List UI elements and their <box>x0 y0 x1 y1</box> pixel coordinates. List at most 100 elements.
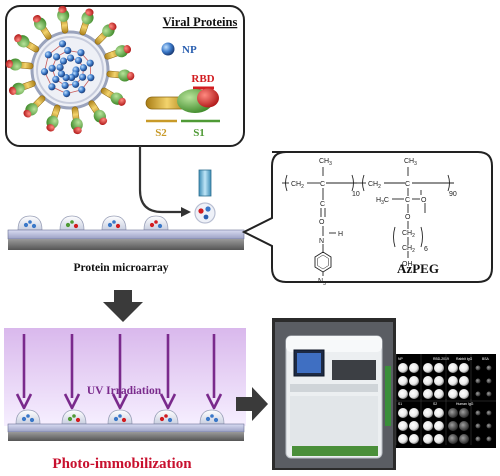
spot-protein <box>167 417 173 423</box>
protein-droplet <box>194 202 216 224</box>
scan-spot <box>409 434 419 444</box>
virus-particle <box>5 5 135 135</box>
spike-protein <box>5 58 34 71</box>
bracket-peg-open <box>393 226 396 248</box>
scan-spot <box>434 434 444 444</box>
atom-ch2-right: CH2 <box>368 181 381 190</box>
np-sphere <box>72 80 80 88</box>
atom-o-carbonyl: O <box>319 219 325 226</box>
scanner-screen-display <box>297 353 321 373</box>
microarray-spot <box>153 409 179 425</box>
np-sphere <box>52 75 60 84</box>
scan-spot <box>475 391 481 397</box>
np-sphere <box>40 68 49 76</box>
azpeg-structure <box>282 167 454 276</box>
atom-n-amide: N <box>319 238 324 245</box>
spot-protein <box>23 222 29 228</box>
np-sphere <box>58 40 67 48</box>
spot-protein <box>65 222 71 228</box>
spot-protein <box>31 223 37 229</box>
scan-spot <box>398 376 408 386</box>
scan-label-s2: S2 <box>433 402 437 406</box>
scan-spot <box>486 436 492 442</box>
rbd-label: RBD <box>191 73 214 85</box>
scan-spot <box>398 408 408 418</box>
np-sphere <box>79 73 87 81</box>
scan-spot <box>434 389 444 399</box>
uv-ray <box>63 334 81 410</box>
atom-ch3-right: CH3 <box>404 158 417 167</box>
scan-spot <box>448 389 458 399</box>
scan-spot <box>423 389 433 399</box>
np-sphere <box>64 46 72 55</box>
spike-rbd <box>73 126 82 135</box>
protein-microarray: Protein microarray <box>7 215 245 274</box>
np-sphere <box>78 86 86 94</box>
scan-spot <box>475 378 481 384</box>
scan-label-bsa: BSA <box>482 357 490 361</box>
scan-spot <box>423 408 433 418</box>
benzene-inner <box>317 254 329 270</box>
spot-protein <box>107 222 113 228</box>
microarray-spot <box>17 215 43 231</box>
np-sphere <box>56 63 64 71</box>
subscript-6: 6 <box>424 246 428 253</box>
scanner-top <box>286 336 382 352</box>
spot-protein <box>75 417 81 423</box>
scan-spot <box>423 376 433 386</box>
uv-ray-head <box>63 393 81 410</box>
np-sphere <box>57 70 66 78</box>
spike-protein <box>57 5 70 34</box>
spike-protein <box>94 22 117 45</box>
spike-rbd <box>14 34 22 43</box>
spot-protein <box>115 223 121 229</box>
scan-spot <box>486 410 492 416</box>
scan-spot <box>398 421 408 431</box>
atom-c-right: C <box>405 181 410 188</box>
subscript-10: 10 <box>352 191 360 198</box>
scan-spot <box>434 363 444 373</box>
scanner-side-cable <box>385 366 391 426</box>
s1-label: S1 <box>193 127 205 139</box>
uv-irradiation-panel: UV Irradiation Photo-immobilization <box>4 328 246 472</box>
process-down-arrow <box>103 290 143 322</box>
droplet-protein-blue <box>205 206 211 212</box>
atom-h-amide: H <box>338 231 343 238</box>
microarray-spots <box>17 215 169 231</box>
spike-rbd <box>46 124 55 132</box>
virus-envelope-inner <box>36 36 104 104</box>
spike-proteins <box>5 5 135 135</box>
scan-spot <box>475 423 481 429</box>
nucleoprotein-cluster <box>40 40 95 98</box>
photo-immobilization-caption: Photo-immobilization <box>52 456 192 472</box>
atom-oh: OH <box>402 261 413 268</box>
spike-protein <box>46 104 61 132</box>
uv-ray <box>111 334 129 410</box>
spike-rbd <box>123 45 132 54</box>
spot-protein <box>112 220 116 224</box>
scan-spot <box>448 376 458 386</box>
scan-result-panel: NP RBD-2019 Rabbit IgG BSA S1 S2 Human I… <box>395 354 496 448</box>
scan-spot <box>409 389 419 399</box>
atom-ch3-left: CH3 <box>319 158 332 167</box>
uv-ray-head <box>111 393 129 410</box>
spotting-pin-tip <box>198 169 212 197</box>
spike-rbd <box>118 97 126 106</box>
np-legend-sphere <box>161 42 175 56</box>
process-right-arrow <box>236 387 268 421</box>
np-sphere <box>53 53 61 61</box>
spike-protein <box>70 106 83 135</box>
spot-protein <box>157 223 163 229</box>
spike-rbd <box>5 59 13 69</box>
spot-protein <box>29 417 35 423</box>
microarray-spot <box>101 215 127 231</box>
uv-rays <box>15 334 223 410</box>
protein-microarray-label: Protein microarray <box>73 262 168 274</box>
atom-ch2-peg-2: CH2 <box>402 245 415 254</box>
spot-protein <box>213 417 219 423</box>
spike-protein <box>14 34 40 53</box>
scan-spot <box>448 434 458 444</box>
viral-proteins-title: Viral Proteins <box>163 15 238 29</box>
